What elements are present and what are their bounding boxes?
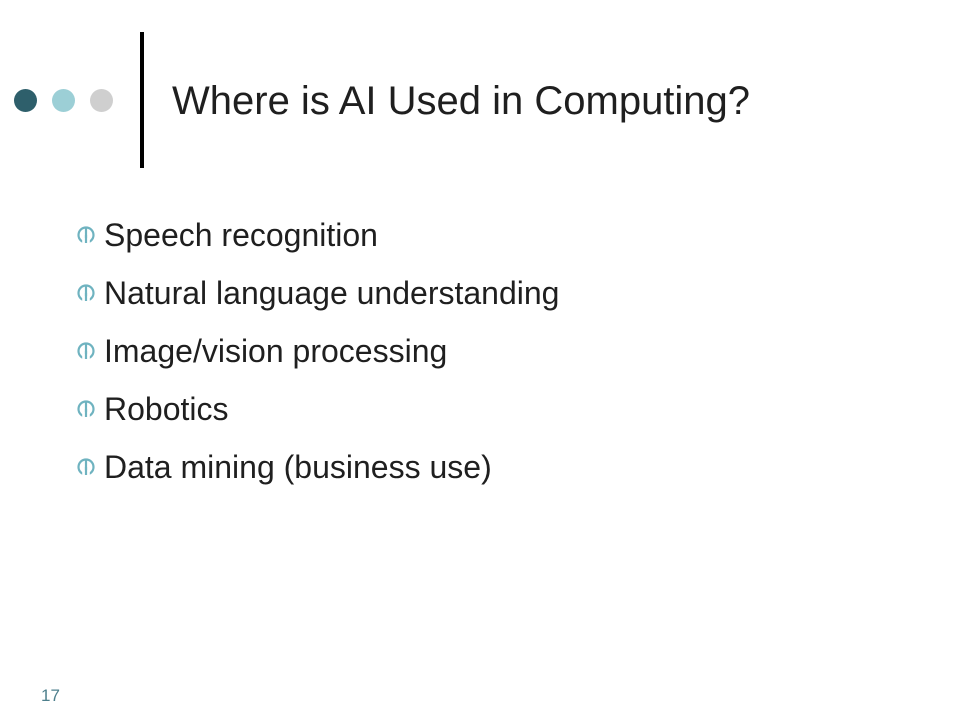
dot-dark-icon <box>14 88 37 112</box>
bullet-text: Data mining (business use) <box>104 449 492 485</box>
sprout-bullet-icon <box>77 342 95 360</box>
dot-gray-icon <box>90 88 113 112</box>
dot-light-icon <box>52 88 75 112</box>
bullet-text: Speech recognition <box>104 217 378 253</box>
sprout-bullet-icon <box>77 226 95 244</box>
slide-number: 17 <box>41 686 60 705</box>
slide-title: Where is AI Used in Computing? <box>172 79 751 123</box>
sprout-bullet-icon <box>77 400 95 418</box>
bullet-text: Image/vision processing <box>104 333 448 369</box>
sprout-bullet-icon <box>77 284 95 302</box>
bullet-text: Natural language understanding <box>104 275 560 311</box>
bullet-item: Image/vision processing <box>76 322 559 380</box>
bullet-list: Speech recognition Natural language unde… <box>76 206 559 496</box>
bullet-item: Robotics <box>76 380 559 438</box>
bullet-item: Speech recognition <box>76 206 559 264</box>
bullet-item: Data mining (business use) <box>76 438 559 496</box>
bullet-item: Natural language understanding <box>76 264 559 322</box>
sprout-bullet-icon <box>77 458 95 476</box>
decorative-dots <box>14 86 128 114</box>
title-divider <box>140 32 144 168</box>
bullet-text: Robotics <box>104 391 229 427</box>
